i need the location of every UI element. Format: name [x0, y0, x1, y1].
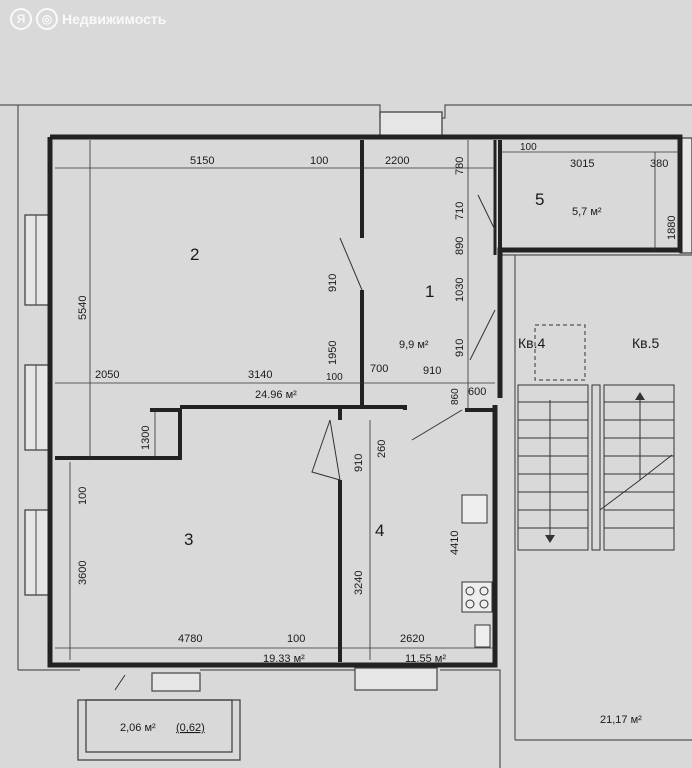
room-1-number: 1 — [425, 282, 434, 301]
watermark-logo: Я ◎ Недвижимость — [10, 6, 166, 32]
dim-1300: 1300 — [140, 426, 152, 450]
dimension-lines — [55, 140, 680, 660]
kitchen-appliances — [461, 494, 493, 648]
logo-mark-circle: ◎ — [36, 8, 58, 30]
dim-910-lower: 910 — [353, 454, 365, 472]
dim-4410: 4410 — [449, 531, 461, 555]
dim-2620: 2620 — [400, 633, 424, 645]
dim-600: 600 — [468, 386, 486, 398]
room-3-number: 3 — [184, 530, 193, 549]
interior-walls — [55, 140, 502, 662]
balcony-extra: (0,62) — [176, 722, 205, 734]
dim-2050: 2050 — [95, 369, 119, 381]
dim-100-bottom: 100 — [287, 633, 305, 645]
bottom-window-left — [151, 672, 201, 692]
dim-1950: 1950 — [327, 341, 339, 365]
dim-1880: 1880 — [666, 216, 678, 240]
room-5-area: 5,7 м² — [572, 206, 602, 218]
dim-380: 380 — [650, 158, 668, 170]
room-4-number: 4 — [375, 521, 384, 540]
stair-area: 21,17 м² — [600, 714, 642, 726]
room-5-number: 5 — [535, 190, 544, 209]
room-1-area: 9,9 м² — [399, 339, 429, 351]
dim-5540: 5540 — [77, 296, 89, 320]
dim-5150: 5150 — [190, 155, 214, 167]
room-2-area: 24.96 м² — [255, 389, 297, 401]
balcony-area: 2,06 м² — [120, 722, 156, 734]
dim-3600: 3600 — [77, 561, 89, 585]
room-3-area: 19.33 м² — [263, 653, 305, 665]
dim-260: 260 — [376, 440, 388, 458]
apartment-4-label: Кв.4 — [518, 335, 545, 351]
dim-3240: 3240 — [353, 571, 365, 595]
dim-100-top: 100 — [310, 155, 328, 167]
apartment-5-label: Кв.5 — [632, 335, 659, 351]
dim-100-r5: 100 — [520, 142, 537, 153]
dim-860: 860 — [450, 388, 461, 405]
dim-2200: 2200 — [385, 155, 409, 167]
dim-3015: 3015 — [570, 158, 594, 170]
left-windows — [24, 214, 51, 596]
balcony — [77, 699, 241, 761]
dim-100-mid: 100 — [326, 372, 343, 383]
doors — [114, 194, 496, 691]
dim-910-v: 910 — [454, 339, 466, 357]
staircase — [517, 324, 675, 551]
dim-910-h: 910 — [423, 365, 441, 377]
dim-3140: 3140 — [248, 369, 272, 381]
logo-text: Недвижимость — [62, 11, 167, 27]
dim-4780: 4780 — [178, 633, 202, 645]
logo-mark-ya: Я — [10, 8, 32, 30]
dim-710: 710 — [454, 202, 466, 220]
room-2-number: 2 — [190, 245, 199, 264]
dim-100-left: 100 — [77, 487, 89, 505]
bottom-window-right — [354, 667, 438, 691]
top-window — [379, 111, 443, 137]
dim-910-door: 910 — [327, 274, 339, 292]
dim-890: 890 — [454, 237, 466, 255]
outer-walls — [47, 134, 683, 668]
room-4-area: 11.55 м² — [405, 653, 446, 665]
dim-700: 700 — [370, 363, 388, 375]
dim-780: 780 — [454, 157, 466, 175]
stair-arrows — [545, 392, 645, 543]
dim-1030: 1030 — [454, 278, 466, 302]
